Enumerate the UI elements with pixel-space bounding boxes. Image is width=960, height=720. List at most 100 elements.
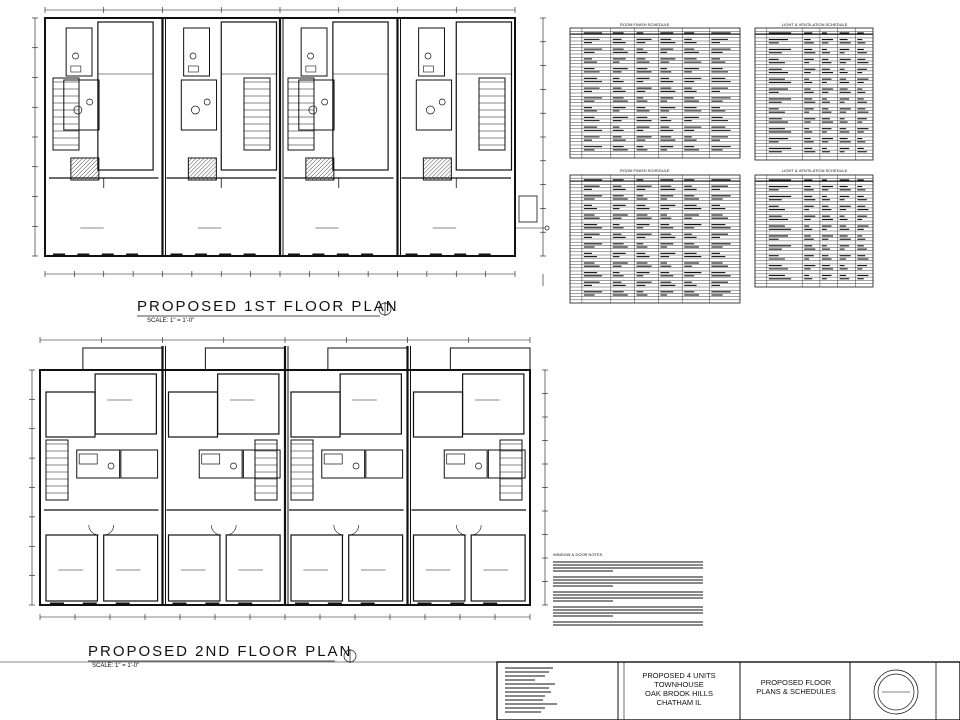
door-swing <box>88 524 99 536</box>
utility-room <box>415 79 453 131</box>
chimney-hatch <box>423 157 452 181</box>
bathtub <box>446 453 466 465</box>
room-finish-schedule-title-1: ROOM FINISH SCHEDULE <box>620 22 670 27</box>
bedroom-2-bottom <box>470 534 526 602</box>
bathroom <box>443 449 488 479</box>
architect-seal-inner <box>877 673 915 711</box>
chimney-box <box>422 157 452 181</box>
bathroom <box>198 449 243 479</box>
sink-fixture <box>305 65 317 73</box>
bathroom-2 <box>487 449 526 479</box>
stair <box>45 439 69 501</box>
garage-room <box>220 21 278 171</box>
bath-room <box>65 27 93 77</box>
toilet-fixture <box>475 462 482 470</box>
bedroom-1 <box>167 534 221 602</box>
room-finish-schedule-title-2: ROOM FINISH SCHEDULE <box>620 168 670 173</box>
stair <box>478 77 506 151</box>
bathroom-2 <box>120 449 159 479</box>
toilet-fixture <box>307 52 314 60</box>
light-vent-schedule-title-1: LIGHT & VENTILATION SCHEDULE <box>782 22 848 27</box>
water-heater <box>308 105 318 115</box>
furnace <box>321 98 328 106</box>
bath-room <box>183 27 210 77</box>
bathtub <box>78 453 98 465</box>
bedroom-3 <box>290 391 341 438</box>
bedroom-1 <box>45 534 99 602</box>
toilet-fixture <box>189 52 197 60</box>
water-heater <box>73 105 83 115</box>
project-line-4: CHATHAM IL <box>656 698 702 707</box>
bump-out <box>449 347 531 371</box>
stair <box>290 439 314 501</box>
bathroom <box>76 449 121 479</box>
bathroom-2 <box>365 449 404 479</box>
stair <box>499 439 523 501</box>
bathroom <box>321 449 366 479</box>
door-swing <box>456 524 467 536</box>
chimney-hatch <box>188 157 217 181</box>
sheet-line-1: PROPOSED FLOOR <box>760 678 832 687</box>
bump-out <box>82 347 163 371</box>
water-heater <box>191 105 200 115</box>
bedroom-3 <box>45 391 96 438</box>
sheet-title: PROPOSED FLOOR PLANS & SCHEDULES <box>748 678 844 696</box>
title-block <box>496 661 960 720</box>
project-title: PROPOSED 4 UNITS TOWNHOUSE OAK BROOK HIL… <box>625 671 733 707</box>
bump-out <box>327 347 408 371</box>
stair <box>243 77 271 151</box>
first-floor-scale: SCALE: 1" = 1'-0" <box>147 318 195 324</box>
architect-seal <box>873 669 919 715</box>
second-floor-scale: SCALE: 1" = 1'-0" <box>92 663 140 669</box>
utility-room <box>298 79 335 131</box>
toilet-fixture <box>352 462 360 470</box>
chimney-hatch <box>305 157 335 181</box>
window-door-notes-heading: WINDOW & DOOR NOTES <box>553 552 603 557</box>
bump-out <box>204 347 286 371</box>
bath-room <box>300 27 328 77</box>
bath-room <box>418 27 445 77</box>
stair <box>254 439 278 501</box>
chimney-hatch <box>70 157 100 181</box>
bedroom-1 <box>412 534 466 602</box>
furnace <box>203 98 211 106</box>
bathtub <box>323 453 343 465</box>
door-swing <box>348 524 359 536</box>
door-swing <box>226 524 237 536</box>
door-swing <box>471 524 482 536</box>
toilet-fixture <box>72 52 79 60</box>
project-line-2: TOWNHOUSE <box>654 680 704 689</box>
garage-room <box>97 21 154 171</box>
bedroom-2-top <box>462 373 525 435</box>
bedroom-1 <box>290 534 344 602</box>
water-heater <box>426 105 435 115</box>
door-swing <box>103 524 114 536</box>
chimney-box <box>305 157 335 181</box>
toilet-fixture <box>107 462 115 470</box>
bedroom-2-bottom <box>225 534 281 602</box>
project-line-3: OAK BROOK HILLS <box>645 689 713 698</box>
gas-meter <box>544 225 550 231</box>
electrical-meter-box <box>518 195 538 223</box>
bedroom-2-top <box>339 373 402 435</box>
bedroom-2-top <box>94 373 157 435</box>
furnace <box>438 98 446 106</box>
door-swing <box>333 524 344 536</box>
bedroom-2-bottom <box>348 534 404 602</box>
sink-fixture <box>423 65 434 73</box>
bedroom-3 <box>412 391 464 438</box>
bedroom-2-top <box>217 373 280 435</box>
bathroom-2 <box>242 449 281 479</box>
chimney-box <box>187 157 217 181</box>
sink-fixture <box>70 65 82 73</box>
toilet-fixture <box>230 462 237 470</box>
garage-room <box>455 21 513 171</box>
project-line-1: PROPOSED 4 UNITS <box>642 671 716 680</box>
sheet-line-2: PLANS & SCHEDULES <box>756 687 836 696</box>
bedroom-2-bottom <box>103 534 159 602</box>
utility-room <box>63 79 100 131</box>
second-floor-plan-title: PROPOSED 2ND FLOOR PLAN <box>88 643 353 660</box>
toilet-fixture <box>424 52 432 60</box>
sink-fixture <box>188 65 199 73</box>
